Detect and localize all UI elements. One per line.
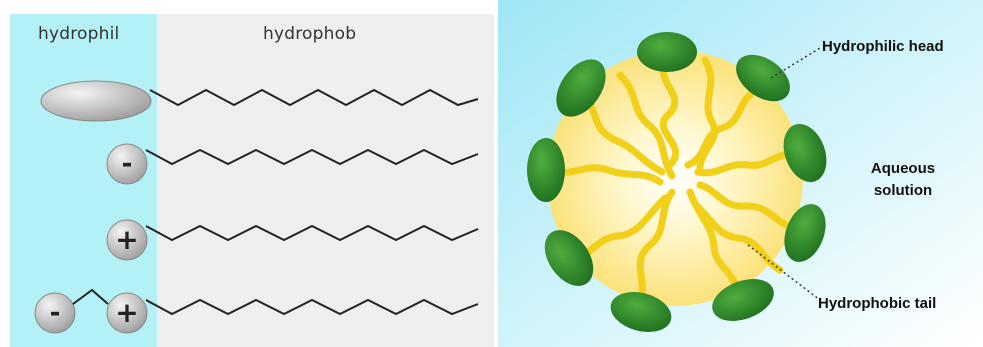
hydrophobic-band (157, 14, 494, 347)
micelle-tails (546, 56, 804, 306)
micelle-head (556, 59, 606, 117)
tail-chain-3 (145, 224, 479, 242)
cationic-charge-sign: + (115, 223, 138, 256)
aqueous-label-line1: Aqueous (870, 160, 936, 177)
panel-divider (494, 0, 498, 347)
micelle-heads (527, 32, 827, 333)
zwitterion-negative-sign: - (50, 298, 61, 328)
micelle-head (637, 32, 697, 72)
tail-chain-4 (145, 298, 479, 316)
micelle-head (544, 230, 594, 286)
zwitterion-linker (72, 288, 109, 305)
hydrophilic-head-callout: Hydrophilic head (822, 38, 944, 55)
anionic-charge-sign: - (122, 149, 133, 179)
zwitterion-positive-head (106, 292, 148, 334)
zwitterion-negative-head (34, 292, 76, 334)
hydrophilic-label: hydrophil (38, 24, 120, 44)
micelle-head (736, 54, 790, 102)
micelle-head (783, 123, 827, 183)
zwitterion-positive-sign: + (115, 296, 138, 329)
anionic-head (106, 143, 148, 185)
micelle-head (527, 138, 565, 202)
aqueous-solution-label: Aqueous solution (858, 158, 948, 202)
micelle-head (712, 279, 774, 321)
hydrophobic-tail-callout: Hydrophobic tail (818, 295, 937, 312)
micelle-head (784, 204, 826, 262)
tail-chain-2 (145, 148, 479, 166)
nonionic-head (40, 80, 152, 122)
micelle-head (610, 291, 672, 333)
hydrophobic-label: hydrophob (263, 24, 357, 44)
tail-chain-1 (149, 88, 479, 107)
tail-callout-leader (747, 244, 821, 301)
aqueous-label-line2: solution (873, 182, 933, 199)
cationic-head (106, 219, 148, 261)
